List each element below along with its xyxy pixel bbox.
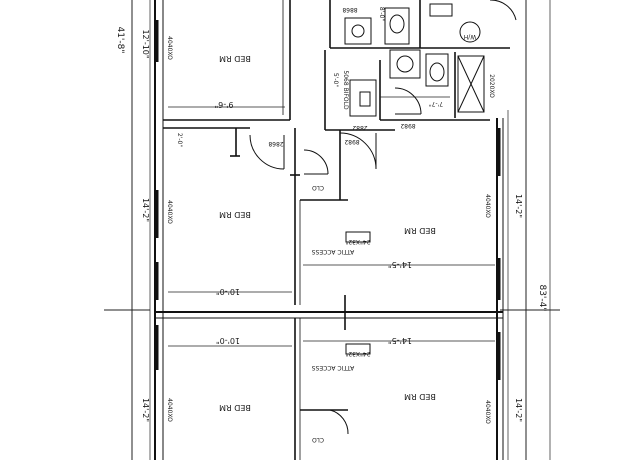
door-tag-top: 8868 bbox=[342, 6, 357, 13]
dimension-middle-left-width: 10'-0" bbox=[216, 287, 240, 296]
dimension-bath-top-height: 8'-0" bbox=[378, 7, 385, 21]
room-label-bed-lower-right: BED RM bbox=[404, 392, 436, 401]
dimension-upper-room-height: 12'-10" bbox=[141, 29, 150, 58]
window-openings bbox=[155, 20, 501, 380]
door-tag-bath-b: 8982 bbox=[400, 122, 415, 129]
door-tag-bath-a: 2882 bbox=[352, 124, 367, 131]
note-water-heater: W/H bbox=[464, 33, 476, 40]
dimension-small-offset: 2'-0" bbox=[176, 133, 183, 147]
attic-access-symbols bbox=[345, 231, 371, 355]
dimension-overall-left: 41'-8" bbox=[115, 26, 125, 53]
dimension-lower-left-width: 10'-0" bbox=[216, 336, 240, 345]
room-label-bed-upper: BED RM bbox=[219, 54, 251, 63]
door-swings bbox=[249, 0, 517, 435]
dimension-upper-room-width: 9'-6" bbox=[215, 100, 234, 109]
window-tag-middle-right: 4040XO bbox=[484, 194, 491, 218]
window-tag-middle-left: 4040XO bbox=[166, 200, 173, 224]
dimension-middle-right-height: 14'-2" bbox=[514, 194, 523, 218]
room-label-bed-lower-left: BED RM bbox=[219, 403, 251, 412]
window-tag-bath: 2020XO bbox=[488, 74, 495, 98]
dimension-bath-mid-height: 5'-0" bbox=[332, 73, 339, 87]
interior-walls bbox=[163, 0, 510, 460]
door-tag-mid-left: 2868 bbox=[268, 140, 283, 147]
dimension-lines bbox=[104, 0, 560, 460]
door-tag-mid-right: 8982 bbox=[344, 138, 359, 145]
door-tag-linen-bifold: 5068 BIFOLD bbox=[342, 70, 349, 110]
room-dimension-lines bbox=[168, 96, 495, 347]
dimension-lower-right-height: 14'-2" bbox=[514, 398, 523, 422]
dimension-lower-left-height: 14'-2" bbox=[141, 398, 150, 422]
room-label-bed-middle-left: BED RM bbox=[219, 210, 251, 219]
dimension-middle-right-width: 14'-5" bbox=[388, 260, 412, 269]
note-attic-size-lower: 24"X32" bbox=[345, 350, 370, 357]
closet-label-lower: CLO bbox=[312, 436, 324, 443]
window-tag-lower-right: 4040XO bbox=[484, 400, 491, 424]
window-tag-upper-left: 4040XO bbox=[166, 36, 173, 60]
dimension-lower-right-width: 14'-5" bbox=[388, 336, 412, 345]
note-attic-size-middle: 24"X32" bbox=[345, 238, 370, 245]
closet-label-middle: CLO bbox=[312, 184, 324, 191]
dimension-overall-right: 83'-4" bbox=[537, 284, 547, 311]
dimension-bath-width: 7'-7" bbox=[429, 100, 443, 107]
window-tag-lower-left: 4040XO bbox=[166, 398, 173, 422]
bathroom-fixtures bbox=[344, 3, 485, 117]
dimension-middle-left-height: 14'-2" bbox=[141, 198, 150, 222]
note-attic-access-lower: ATTIC ACCESS bbox=[312, 364, 355, 371]
note-attic-access-middle: ATTIC ACCESS bbox=[312, 248, 355, 255]
exterior-walls bbox=[154, 0, 504, 460]
room-label-bed-middle-right: BED RM bbox=[404, 226, 436, 235]
